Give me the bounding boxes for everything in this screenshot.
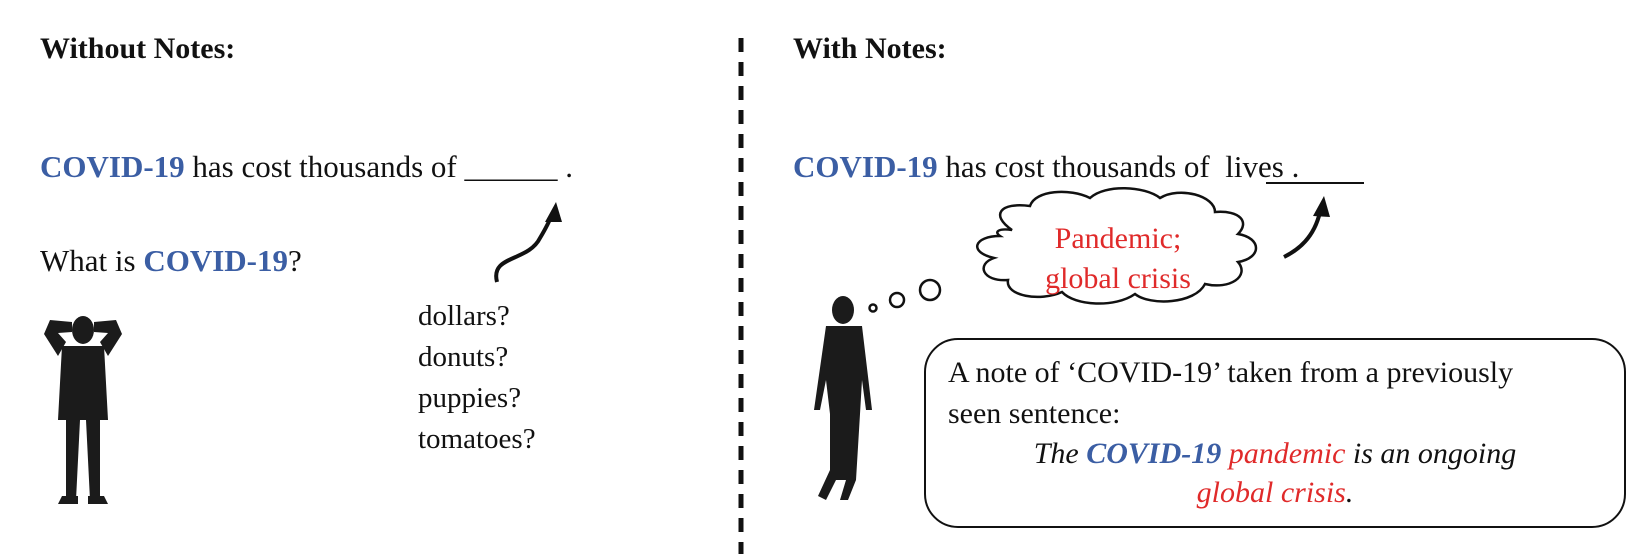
guess-item: donuts? xyxy=(418,341,509,373)
sentence-end: . xyxy=(557,149,574,184)
sentence-text: has cost thousands of xyxy=(937,149,1218,184)
quote-part: . xyxy=(1345,476,1354,509)
thought-bubbles-icon xyxy=(868,278,942,313)
question-suffix: ? xyxy=(287,243,302,278)
quote-part: is an ongoing xyxy=(1345,437,1517,470)
answer-word: lives . xyxy=(1217,149,1300,184)
note-quote-line-1: The COVID-19 pandemic is an ongoing xyxy=(926,437,1624,471)
confused-person-icon xyxy=(44,316,122,504)
thought-text: Pandemic; global crisis xyxy=(1008,219,1228,299)
keyword-covid: COVID-19 xyxy=(143,243,288,278)
guess-item: puppies? xyxy=(418,382,522,414)
arrowhead-icon xyxy=(545,202,562,222)
curved-arrow-right-icon xyxy=(1283,211,1322,259)
note-quote-line-2: global crisis. xyxy=(926,476,1624,510)
keyword-covid: COVID-19 xyxy=(793,149,938,184)
quote-highlight: global crisis xyxy=(1196,476,1346,509)
guess-item: tomatoes? xyxy=(418,423,536,455)
keyword-covid: COVID-19 xyxy=(1086,437,1222,470)
guess-list: dollars? donuts? puppies? tomatoes? xyxy=(418,296,536,460)
right-heading: With Notes: xyxy=(793,32,947,65)
thinking-person-icon xyxy=(814,296,872,500)
thought-cloud-icon xyxy=(976,187,1258,305)
note-box: A note of ‘COVID-19’ taken from a previo… xyxy=(924,338,1626,528)
arrowhead-right-icon xyxy=(1313,196,1330,217)
quote-highlight: pandemic xyxy=(1221,437,1346,470)
guess-item: dollars? xyxy=(418,300,510,332)
question-prefix: What is xyxy=(40,243,144,278)
sentence-text: has cost thousands of xyxy=(184,149,465,184)
note-line-2: seen sentence: xyxy=(948,397,1121,430)
right-sentence: COVID-19 has cost thousands of lives . xyxy=(793,149,1299,185)
left-heading: Without Notes: xyxy=(40,32,236,65)
left-question: What is COVID-19? xyxy=(40,243,302,279)
blank-placeholder: ______ xyxy=(464,149,558,184)
quote-part: The xyxy=(1033,437,1087,470)
left-sentence: COVID-19 has cost thousands of ______ . xyxy=(40,149,573,185)
keyword-covid: COVID-19 xyxy=(40,149,185,184)
thought-line: Pandemic; xyxy=(1054,222,1182,255)
thought-line: global crisis xyxy=(1045,262,1191,295)
curved-arrow-icon xyxy=(494,213,554,283)
note-line-1: A note of ‘COVID-19’ taken from a previo… xyxy=(948,356,1514,389)
